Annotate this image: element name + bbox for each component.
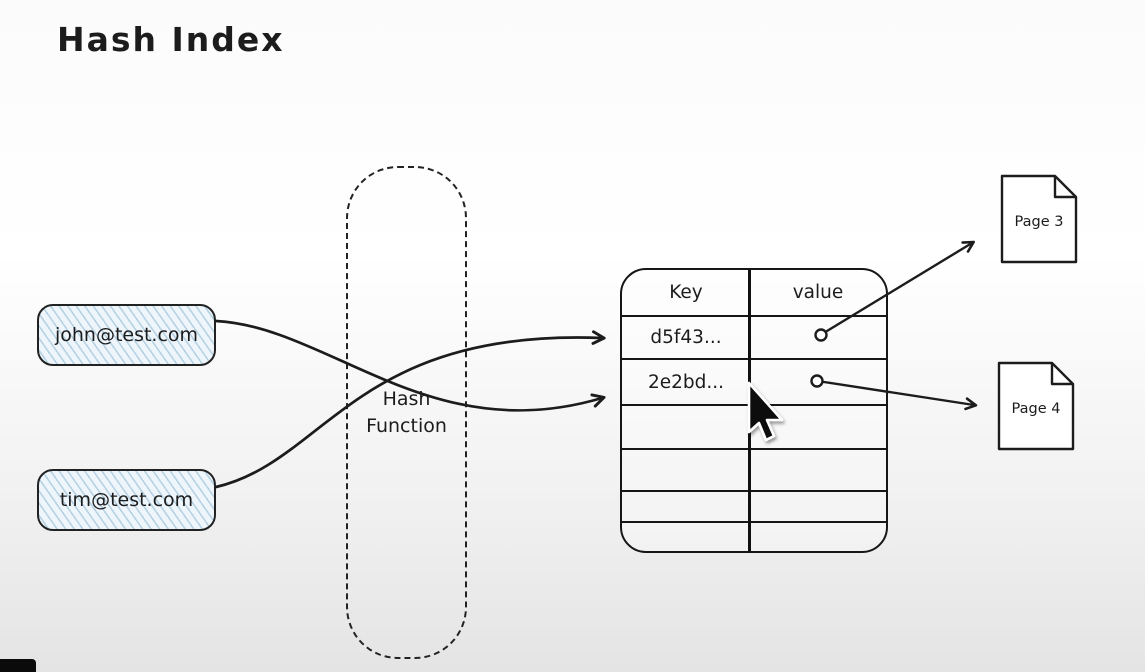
table-header-value: value	[792, 282, 844, 303]
diagram-title: Hash Index	[57, 20, 285, 59]
table-row	[622, 492, 886, 523]
table-cell-key	[622, 523, 750, 551]
hash-function-label: Hash Function	[366, 387, 447, 437]
hash-index-table[interactable]: Key value d5f43... 2e2bd...	[620, 268, 888, 553]
table-row: 2e2bd...	[622, 360, 886, 406]
table-header-row: Key value	[622, 270, 886, 317]
hash-index-table-grid: Key value d5f43... 2e2bd...	[622, 270, 886, 551]
table-cell-value	[750, 317, 886, 358]
page-node-3-label: Page 3	[1014, 214, 1064, 230]
table-cell-value	[750, 360, 886, 404]
document-icon	[997, 361, 1075, 451]
node-email-tim[interactable]: tim@test.com	[37, 469, 216, 531]
table-cell-value	[750, 492, 886, 521]
table-cell-key	[622, 406, 750, 448]
table-column-divider	[748, 270, 751, 551]
page-node-3[interactable]: Page 3	[1000, 174, 1078, 264]
node-email-john-label: john@test.com	[54, 324, 199, 346]
node-email-john[interactable]: john@test.com	[37, 304, 216, 366]
page-node-4[interactable]: Page 4	[997, 361, 1075, 451]
table-cell-key: d5f43...	[650, 327, 722, 348]
table-cell-value	[750, 406, 886, 448]
page-node-4-label: Page 4	[1011, 401, 1061, 417]
node-email-tim-label: tim@test.com	[59, 489, 194, 511]
table-header-key: Key	[669, 282, 703, 303]
table-cell-key	[622, 450, 750, 490]
hash-function-container[interactable]: Hash Function	[346, 166, 467, 659]
video-player-corner	[0, 659, 36, 672]
table-cell-key	[622, 492, 750, 521]
table-cell-value	[750, 450, 886, 490]
document-icon	[1000, 174, 1078, 264]
table-row	[622, 523, 886, 551]
table-row	[622, 450, 886, 492]
table-cell-key: 2e2bd...	[647, 371, 725, 393]
table-cell-value	[750, 523, 886, 551]
table-row: d5f43...	[622, 317, 886, 360]
table-row	[622, 406, 886, 450]
